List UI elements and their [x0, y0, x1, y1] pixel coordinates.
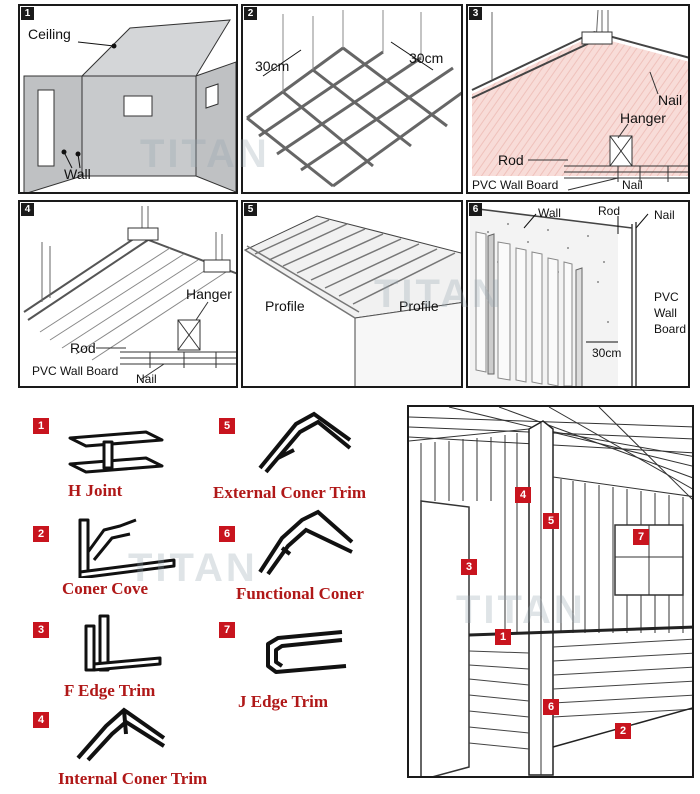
h-joint-icon — [68, 430, 164, 474]
rod-label: Rod — [498, 152, 524, 168]
panel-number: 1 — [21, 7, 34, 20]
ceiling-grid-drawing — [246, 10, 461, 188]
step-panel-1: 1 Ceiling Wall — [18, 4, 238, 194]
wall-label: Wall — [538, 206, 561, 220]
wall-label: Wall — [64, 166, 91, 182]
nail-label: Nail — [622, 178, 643, 192]
internal-corner-trim-icon — [76, 707, 166, 762]
f-edge-trim-icon — [84, 614, 162, 672]
spacing-label: 30cm — [592, 346, 622, 360]
profile-label: Profile — [265, 298, 305, 314]
functional-corner-icon — [258, 509, 354, 576]
room-shell-drawing — [23, 19, 236, 192]
pvc-wall-board-label: Board — [654, 322, 687, 336]
wall-board-drawing — [469, 207, 649, 386]
panel-number: 3 — [469, 7, 482, 20]
step-panel-6: 6 Wall Rod Nail PVC Wall Board 30cm — [466, 200, 690, 388]
trim-name: External Coner Trim — [213, 483, 366, 502]
trim-name: F Edge Trim — [64, 681, 156, 700]
room-marker-badge: 2 — [615, 723, 631, 739]
room-drawing — [409, 407, 692, 776]
spacing-label: 30cm — [409, 50, 444, 66]
step-panel-3: 3 Nail Hanger Rod PVC Wall Board Nail — [466, 4, 690, 194]
profile-label: Profile — [399, 298, 439, 314]
hanger-label: Hanger — [186, 286, 232, 302]
trim-number-badge: 5 — [219, 418, 235, 434]
trim-number-badge: 4 — [33, 712, 49, 728]
ceiling-board-drawing — [23, 206, 236, 381]
ceiling-label: Ceiling — [28, 26, 71, 42]
board-install-drawing — [471, 9, 688, 191]
j-edge-trim-icon — [266, 630, 347, 674]
step-panel-2: 2 30cm 30cm — [241, 4, 463, 194]
pvc-wall-board-label: Wall — [654, 306, 677, 320]
trim-number-badge: 6 — [219, 526, 235, 542]
nail-label: Nail — [658, 92, 683, 108]
step-panel-5: 5 Profile Profile — [241, 200, 463, 388]
panel-number: 2 — [244, 7, 257, 20]
panel-number: 6 — [469, 203, 482, 216]
room-marker-badge: 1 — [495, 629, 511, 645]
corner-cove-icon — [78, 518, 176, 578]
panel-number: 4 — [21, 203, 34, 216]
trim-name: Internal Coner Trim — [58, 769, 208, 788]
rod-label: Rod — [598, 204, 621, 218]
room-marker-badge: 3 — [461, 559, 477, 575]
room-marker-badge: 7 — [633, 529, 649, 545]
step-panel-4: 4 Hanger Rod PVC Wall Board Nail — [18, 200, 238, 388]
profile-ceiling-drawing — [243, 215, 461, 386]
pvc-wall-board-label: PVC — [654, 290, 679, 304]
trim-number-badge: 3 — [33, 622, 49, 638]
hanger-label: Hanger — [620, 110, 666, 126]
rod-label: Rod — [70, 340, 96, 356]
nail-label: Nail — [136, 372, 157, 386]
room-marker-badge: 4 — [515, 487, 531, 503]
trim-name: Coner Cove — [62, 579, 149, 598]
spacing-label: 30cm — [255, 58, 290, 74]
trim-number-badge: 2 — [33, 526, 49, 542]
trim-name: J Edge Trim — [238, 692, 329, 711]
external-corner-trim-icon — [258, 411, 352, 474]
room-marker-badge: 5 — [543, 513, 559, 529]
panel-number: 5 — [244, 203, 257, 216]
nail-label: Nail — [654, 208, 675, 222]
trim-name: H Joint — [68, 481, 123, 500]
room-marker-badge: 6 — [543, 699, 559, 715]
room-installation-illustration: 4 5 3 7 1 6 2 — [407, 405, 694, 778]
trim-number-badge: 7 — [219, 622, 235, 638]
trim-name: Functional Coner — [236, 584, 364, 603]
pvc-wall-board-label: PVC Wall Board — [32, 364, 119, 378]
trim-number-badge: 1 — [33, 418, 49, 434]
pvc-wall-board-label: PVC Wall Board — [472, 178, 559, 192]
